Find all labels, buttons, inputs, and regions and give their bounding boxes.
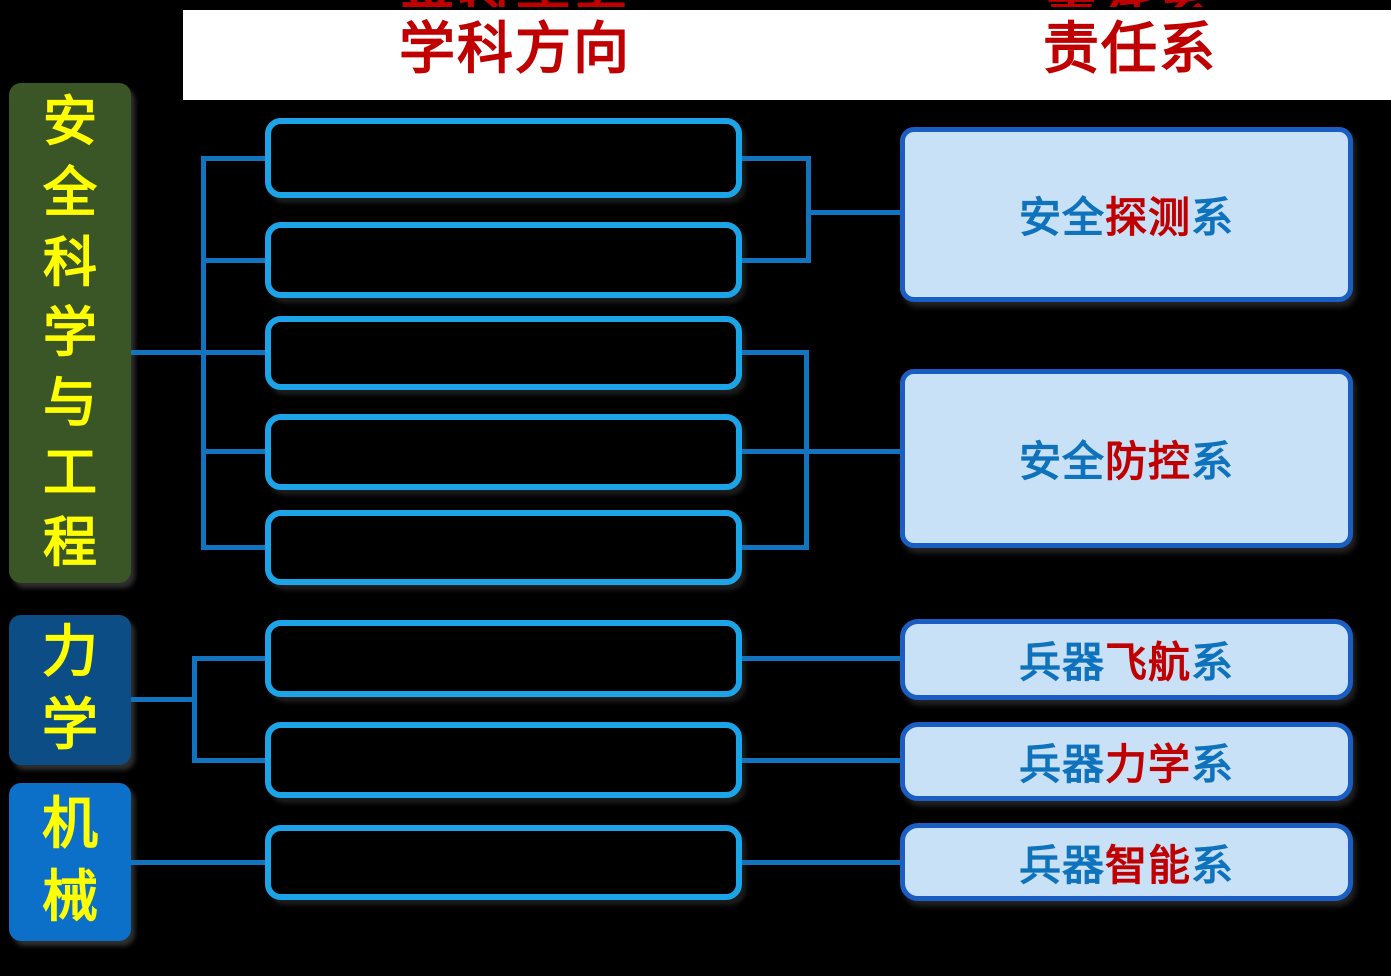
direction-box-2 — [265, 222, 742, 298]
category-label: 安全科学与工程 — [43, 90, 97, 575]
direction-box-3 — [265, 316, 742, 390]
category-box-mechanics: 力学 — [9, 615, 131, 765]
column-header-department: 责任系 — [1043, 17, 1217, 82]
connector-line — [804, 350, 809, 550]
department-label-part: 飞航 — [1104, 638, 1191, 687]
connector-line — [131, 350, 203, 355]
department-label-part: 安全 — [1018, 437, 1105, 486]
connector-line — [742, 860, 900, 865]
department-box-safety-detection: 安全探测系 — [900, 127, 1353, 302]
connector-line — [742, 545, 808, 550]
department-label-part: 探测 — [1104, 193, 1191, 242]
department-label-part: 系 — [1191, 740, 1235, 789]
department-label-part: 系 — [1191, 437, 1235, 486]
department-label-part: 兵器 — [1018, 638, 1105, 687]
department-label-part: 力学 — [1104, 740, 1191, 789]
category-label: 力学 — [42, 620, 98, 758]
department-box-safety-prevention-control: 安全防控系 — [900, 369, 1353, 548]
connector-line — [806, 210, 900, 215]
department-label-part: 智能 — [1104, 840, 1191, 890]
category-box-safety-science-engineering: 安全科学与工程 — [9, 83, 131, 583]
connector-line — [192, 656, 197, 763]
connector-line — [742, 656, 900, 661]
connector-line — [742, 156, 810, 161]
direction-box-8 — [265, 825, 742, 900]
department-label-part: 兵器 — [1018, 740, 1105, 789]
direction-box-5 — [265, 510, 742, 585]
header-band — [183, 10, 1391, 100]
top-cropped-text-fragment-right: 责任系 — [980, 0, 1280, 7]
connector-line — [203, 449, 265, 454]
top-cropped-text-fragment-left: 学科方向 — [330, 0, 700, 7]
connector-line — [203, 156, 265, 161]
column-header-discipline: 学科方向 — [399, 17, 631, 82]
connector-line — [742, 258, 810, 263]
connector-line — [742, 350, 808, 355]
department-label-part: 防控 — [1104, 437, 1191, 486]
connector-line — [742, 449, 900, 454]
connector-line — [203, 350, 265, 355]
connector-line — [806, 156, 811, 263]
department-label-part: 安全 — [1018, 193, 1105, 242]
connector-line — [194, 656, 265, 661]
category-label: 机械 — [42, 792, 98, 930]
department-box-weapons-intelligence: 兵器智能系 — [900, 823, 1353, 901]
direction-box-1 — [265, 118, 742, 198]
category-box-machinery: 机械 — [9, 783, 131, 941]
connector-line — [131, 697, 194, 702]
connector-line — [203, 258, 265, 263]
department-box-weapons-flight: 兵器飞航系 — [900, 619, 1353, 700]
connector-line — [131, 860, 265, 865]
connector-line — [194, 758, 265, 763]
department-label-part: 系 — [1191, 193, 1235, 242]
department-label-part: 兵器 — [1018, 840, 1105, 890]
connector-line — [742, 758, 900, 763]
connector-line — [203, 545, 265, 550]
direction-box-6 — [265, 620, 742, 697]
department-box-weapons-mechanics: 兵器力学系 — [900, 722, 1353, 801]
direction-box-4 — [265, 414, 742, 490]
direction-box-7 — [265, 722, 742, 798]
department-label-part: 系 — [1191, 840, 1235, 890]
department-label-part: 系 — [1191, 638, 1235, 687]
